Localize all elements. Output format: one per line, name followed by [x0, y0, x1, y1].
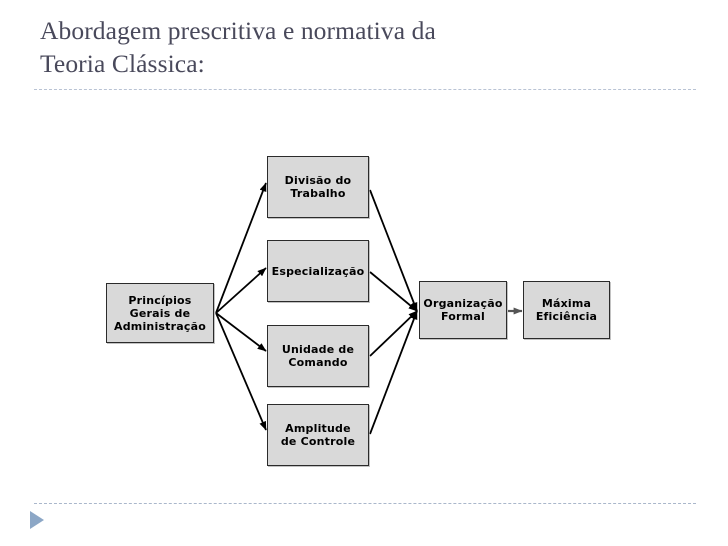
page-title: Abordagem prescritiva e normativa da Teo… [40, 16, 436, 78]
edge-group-principles-to-outcome [369, 189, 418, 435]
node-unidade-de-comando[interactable]: Unidade de Comando [267, 325, 369, 387]
edge-principios-especializacao [215, 267, 267, 314]
play-triangle-icon [30, 511, 44, 529]
edge-principios-unidade [215, 312, 267, 352]
footer-divider [34, 503, 696, 504]
edge-principios-divisao [215, 182, 267, 314]
edge-principios-amplitude [215, 312, 267, 431]
edge-unidade-organizacao [369, 310, 418, 357]
title-divider [34, 89, 696, 90]
node-divisao-do-trabalho[interactable]: Divisão do Trabalho [267, 156, 369, 218]
node-organizacao-formal[interactable]: Organização Formal [419, 281, 507, 339]
edge-especializacao-organizacao [369, 271, 418, 312]
node-principios-gerais-administracao[interactable]: Princípios Gerais de Administração [106, 283, 214, 343]
node-especializacao[interactable]: Especialização [267, 240, 369, 302]
edge-amplitude-organizacao [369, 310, 418, 435]
edge-group-source-to-principles [215, 182, 267, 431]
node-maxima-eficiencia[interactable]: Máxima Eficiência [523, 281, 610, 339]
edge-divisao-organizacao [369, 189, 418, 312]
node-amplitude-de-controle[interactable]: Amplitude de Controle [267, 404, 369, 466]
